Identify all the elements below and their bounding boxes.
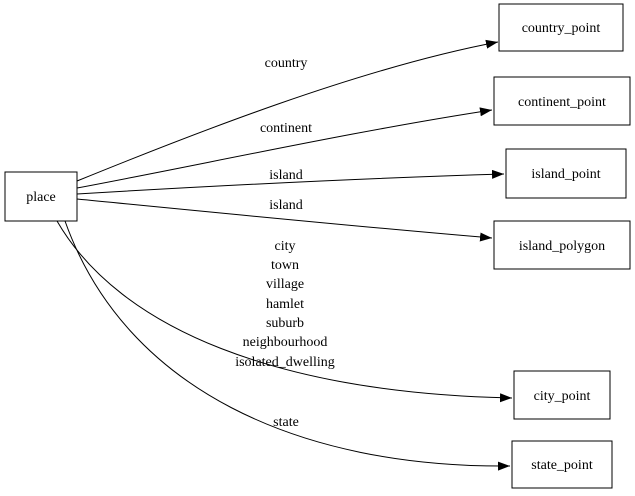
node-state-point-box [511, 440, 613, 489]
edge-label-town-line: town [271, 258, 299, 273]
edge-label-island-point: island [269, 168, 302, 183]
edge-label-city-multiline: city town village hamlet suburb neighbou… [235, 239, 335, 370]
node-continent-point-box [493, 76, 631, 126]
edge-label-continent: continent [260, 121, 312, 136]
edge-label-suburb-line: suburb [266, 316, 304, 331]
node-city-point-label: city_point [534, 389, 591, 404]
node-city-point: city_point [513, 370, 611, 420]
node-state-point-label: state_point [531, 458, 593, 473]
node-place-label: place [26, 190, 56, 205]
edge-label-isolated-dwelling-line: isolated_dwelling [235, 355, 335, 370]
node-country-point-box [498, 3, 624, 52]
edge-label-country: country [265, 56, 308, 71]
edges-layer [56, 39, 513, 471]
edge-place-to-island-polygon [76, 198, 493, 242]
node-island-point-label: island_point [531, 167, 600, 182]
edge-label-city-line: city [275, 239, 296, 254]
edge-place-to-city-point [56, 220, 513, 403]
node-island-point: island_point [505, 148, 627, 199]
node-continent-point-label: continent_point [518, 95, 606, 110]
node-island-point-box [505, 148, 627, 199]
node-country-point-label: country_point [522, 21, 601, 36]
node-state-point: state_point [511, 440, 613, 489]
edge-labels-layer: country continent island island city tow… [235, 56, 335, 430]
node-place-box [4, 171, 78, 222]
node-country-point: country_point [498, 3, 624, 52]
edge-label-hamlet-line: hamlet [266, 297, 304, 312]
node-place: place [4, 171, 78, 222]
edge-place-to-island-point [76, 169, 505, 195]
nodes-layer: place country_point continent_point isla… [4, 3, 631, 489]
node-city-point-box [513, 370, 611, 420]
edge-place-to-state-point [64, 220, 511, 471]
node-island-polygon: island_polygon [493, 220, 631, 270]
edge-label-state: state [273, 415, 299, 430]
edge-label-island-polygon: island [269, 198, 302, 213]
node-continent-point: continent_point [493, 76, 631, 126]
edge-place-to-continent-point [76, 107, 493, 189]
node-island-polygon-box [493, 220, 631, 270]
edge-place-to-country-point [76, 39, 499, 182]
edge-label-neighbourhood-line: neighbourhood [243, 335, 328, 350]
edge-label-village-line: village [266, 277, 304, 292]
node-island-polygon-label: island_polygon [519, 239, 605, 254]
